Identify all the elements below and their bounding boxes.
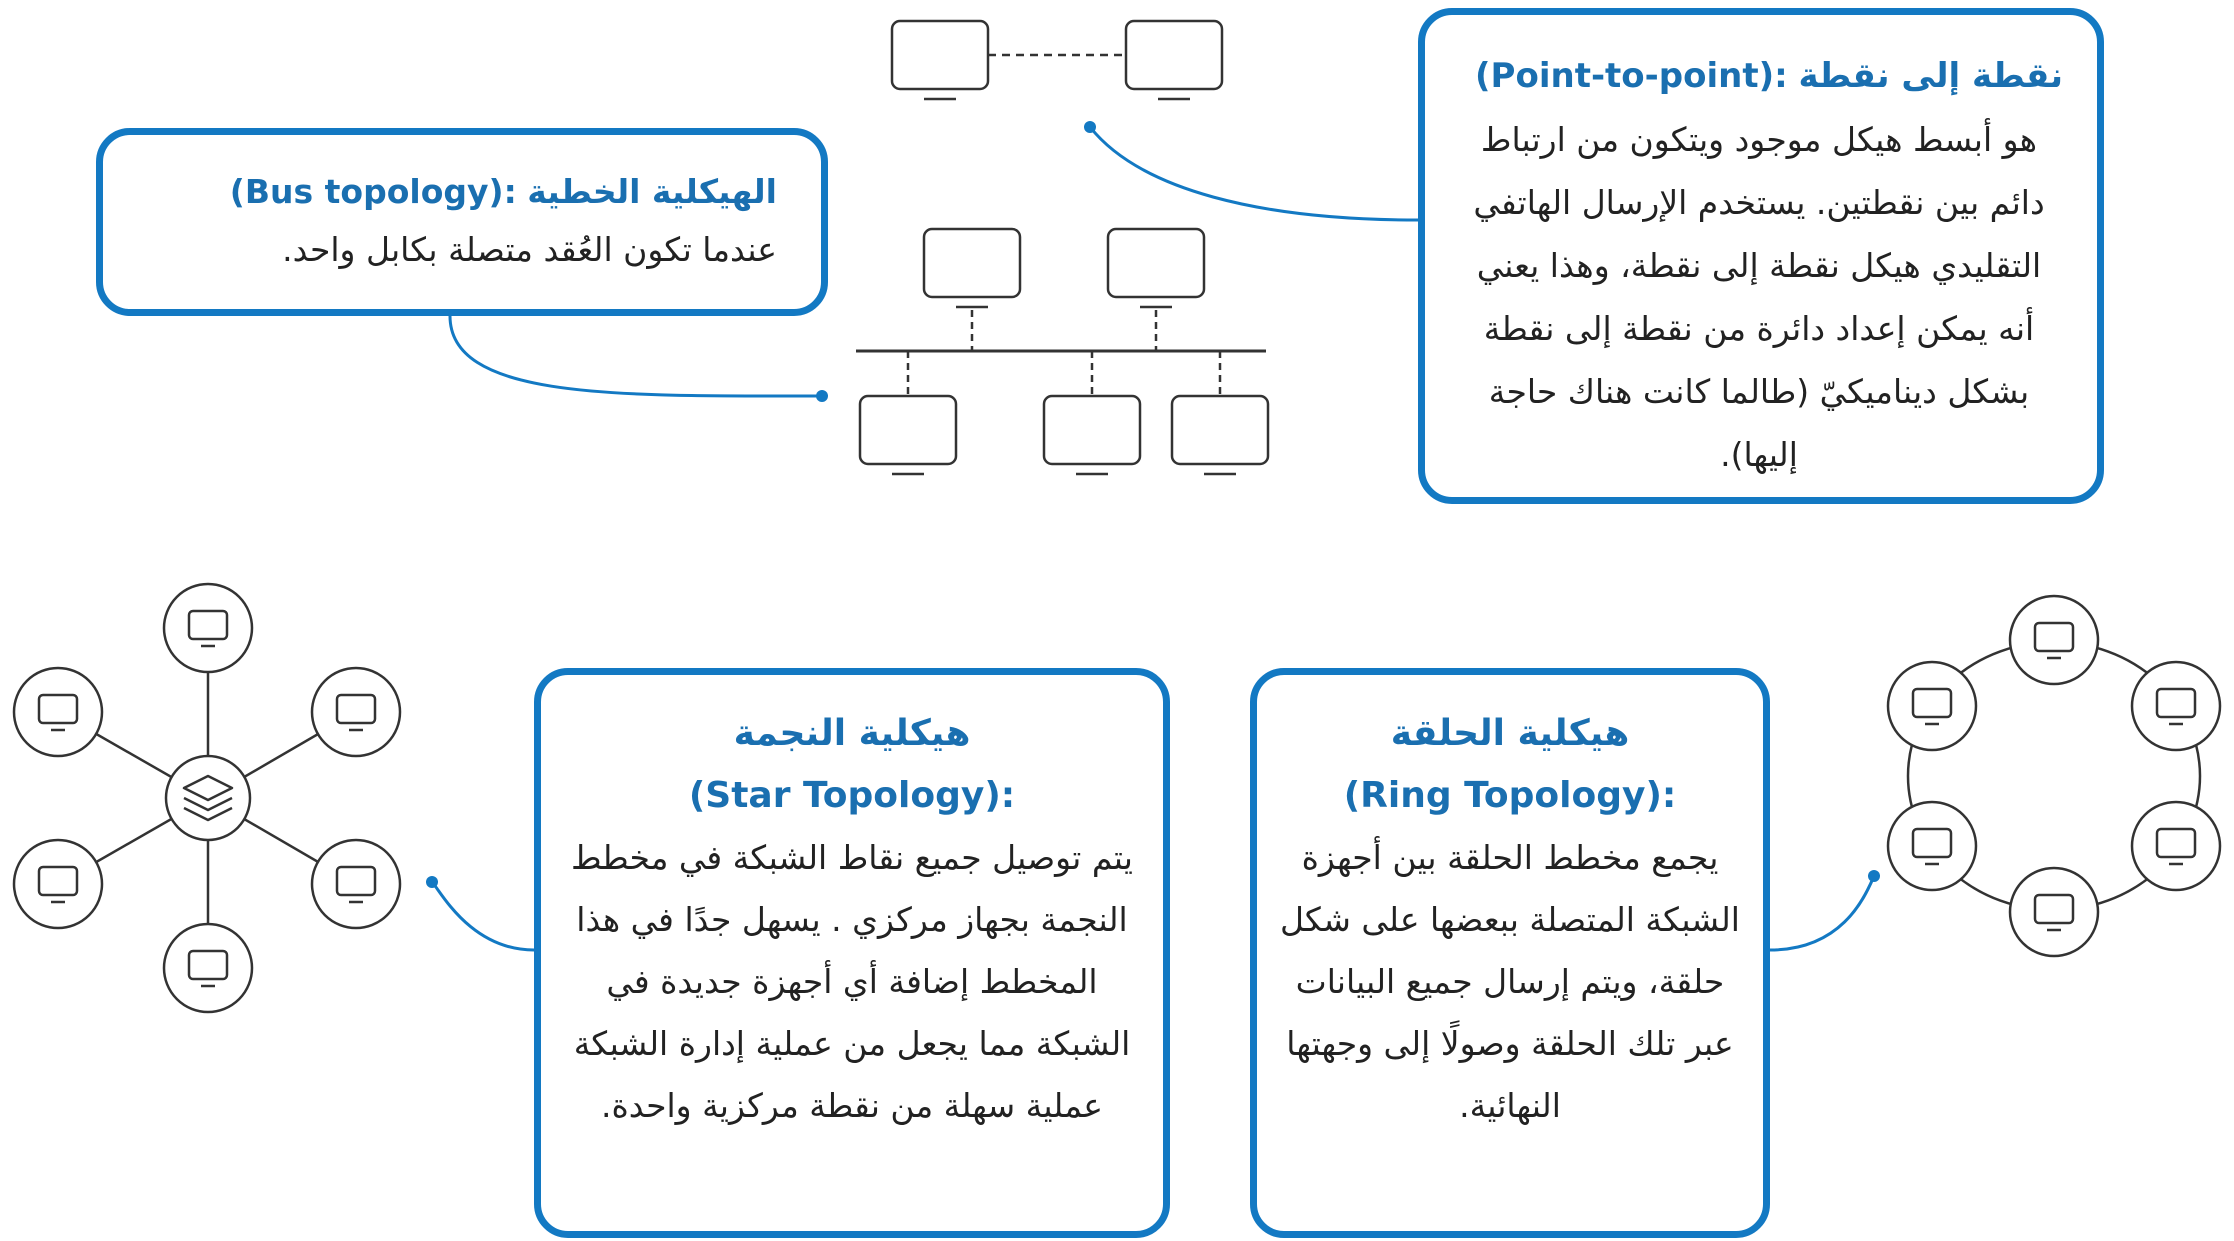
connector-bus bbox=[448, 315, 823, 398]
star-hub bbox=[164, 754, 252, 842]
p2p-computer-right bbox=[1124, 19, 1224, 101]
bus-topology-card: الهيكلية الخطية (Bus topology): عندما تك… bbox=[96, 128, 828, 316]
ring-node-upper-right bbox=[2130, 660, 2222, 752]
bus-topology-body: عندما تكون العُقد متصلة بكابل واحد. bbox=[282, 230, 777, 269]
star-topology-card: هيكلية النجمة (Star Topology): يتم توصيل… bbox=[534, 668, 1170, 1238]
ring-node-top bbox=[2008, 594, 2100, 686]
ring-node-bottom bbox=[2008, 866, 2100, 958]
star-topology-title-ar: هيكلية النجمة bbox=[733, 713, 971, 754]
point-to-point-title-en: (Point-to-point): bbox=[1475, 56, 1788, 96]
star-node-upper-left bbox=[12, 666, 104, 758]
connector-p2p bbox=[1088, 126, 1419, 222]
bus-computer-top-1 bbox=[922, 227, 1022, 309]
bus-diagram bbox=[856, 227, 1270, 476]
bus-computer-bottom-1 bbox=[858, 394, 958, 476]
bus-topology-title-en: (Bus topology): bbox=[229, 172, 517, 211]
point-to-point-heading: نقطة إلى نقطة (Point-to-point): bbox=[1455, 45, 2063, 108]
connectors bbox=[426, 121, 1880, 952]
ring-topology-title-ar: هيكلية الحلقة bbox=[1390, 713, 1630, 754]
ring-diagram bbox=[1886, 594, 2222, 958]
star-node-lower-right bbox=[310, 838, 402, 930]
star-node-bottom bbox=[162, 922, 254, 1014]
bus-computer-bottom-3 bbox=[1170, 394, 1270, 476]
star-diagram bbox=[12, 582, 402, 1014]
bus-topology-heading: الهيكلية الخطية (Bus topology): bbox=[230, 172, 777, 211]
star-node-lower-left bbox=[12, 838, 104, 930]
point-to-point-card: نقطة إلى نقطة (Point-to-point): هو أبسط … bbox=[1418, 8, 2104, 504]
point-to-point-body: هو أبسط هيكل موجود ويتكون من ارتباط دائم… bbox=[1473, 120, 2045, 474]
ring-node-lower-right bbox=[2130, 800, 2222, 892]
bus-topology-title-ar: الهيكلية الخطية bbox=[527, 172, 777, 211]
connector-ring bbox=[1769, 875, 1876, 952]
p2p-computer-left bbox=[890, 19, 990, 101]
ring-topology-title-en: (Ring Topology): bbox=[1343, 775, 1677, 816]
star-topology-title-en: (Star Topology): bbox=[688, 775, 1016, 816]
ring-node-upper-left bbox=[1886, 660, 1978, 752]
bus-computer-top-2 bbox=[1106, 227, 1206, 309]
ring-topology-body: يجمع مخطط الحلقة بين أجهزة الشبكة المتصل… bbox=[1280, 838, 1740, 1125]
ring-node-lower-left bbox=[1886, 800, 1978, 892]
point-to-point-title-ar: نقطة إلى نقطة bbox=[1798, 56, 2063, 96]
ring-topology-card: هيكلية الحلقة (Ring Topology): يجمع مخطط… bbox=[1250, 668, 1770, 1238]
star-node-upper-right bbox=[310, 666, 402, 758]
star-node-top bbox=[162, 582, 254, 674]
p2p-diagram bbox=[890, 19, 1224, 101]
layers-icon bbox=[182, 774, 234, 822]
connector-star bbox=[430, 880, 535, 952]
bus-computer-bottom-2 bbox=[1042, 394, 1142, 476]
star-topology-body: يتم توصيل جميع نقاط الشبكة في مخطط النجم… bbox=[571, 838, 1133, 1125]
